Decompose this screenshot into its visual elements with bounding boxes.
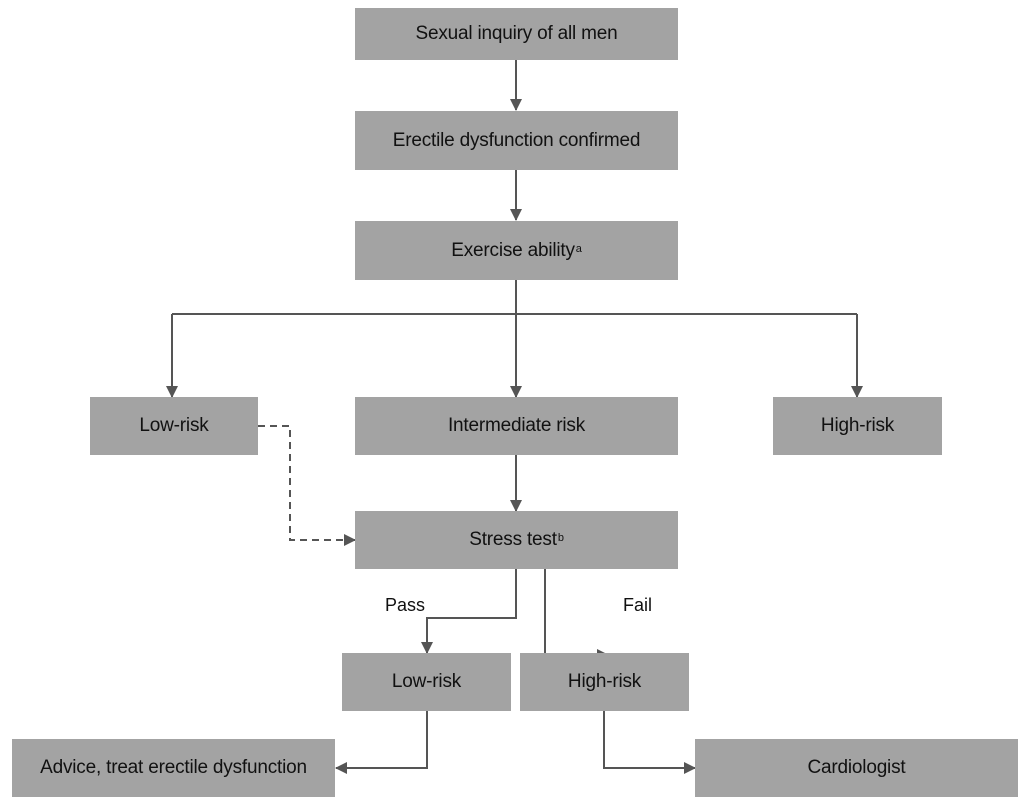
edge-label-fail: Fail [623, 595, 653, 615]
node-exercise-label: Exercise ability [451, 239, 575, 261]
node-cardiologist: Cardiologist [695, 739, 1018, 797]
node-advice-label: Advice, treat erectile dysfunction [40, 757, 307, 778]
arrow-low-risk-to-advice [335, 711, 428, 774]
node-low-risk-after-test: Low-risk [342, 653, 511, 711]
node-high-risk-after-label: High-risk [567, 671, 642, 692]
node-low-risk: Low-risk [90, 397, 258, 455]
node-confirmed-label: Erectile dysfunction confirmed [392, 129, 641, 151]
arrow-low-risk-to-stress-test-dashed [258, 425, 356, 546]
node-high-risk-after-test: High-risk [520, 653, 689, 711]
node-erectile-dysfunction-confirmed: Erectile dysfunction confirmed [355, 111, 678, 170]
arrow-high-risk-to-cardiologist [603, 711, 696, 774]
node-low-risk-label: Low-risk [139, 415, 209, 436]
node-high-risk: High-risk [773, 397, 942, 455]
node-high-risk-label: High-risk [820, 415, 895, 436]
node-cardiologist-label: Cardiologist [807, 757, 906, 778]
arrow-pass-to-low-risk [421, 569, 517, 654]
exercise-footnote-marker: a [575, 242, 582, 255]
node-intermediate-risk-label: Intermediate risk [447, 415, 586, 436]
node-advice-treat: Advice, treat erectile dysfunction [12, 739, 335, 797]
node-stress-test-label: Stress test [469, 529, 557, 550]
node-low-risk-after-label: Low-risk [391, 671, 462, 692]
edge-label-pass: Pass [385, 595, 426, 615]
node-intermediate-risk: Intermediate risk [355, 397, 678, 455]
node-sexual-inquiry: Sexual inquiry of all men [355, 8, 678, 60]
arrow-fail-to-high-risk [544, 569, 609, 661]
stress-test-footnote-marker: b [557, 532, 564, 544]
node-sexual-inquiry-label: Sexual inquiry of all men [415, 23, 618, 44]
